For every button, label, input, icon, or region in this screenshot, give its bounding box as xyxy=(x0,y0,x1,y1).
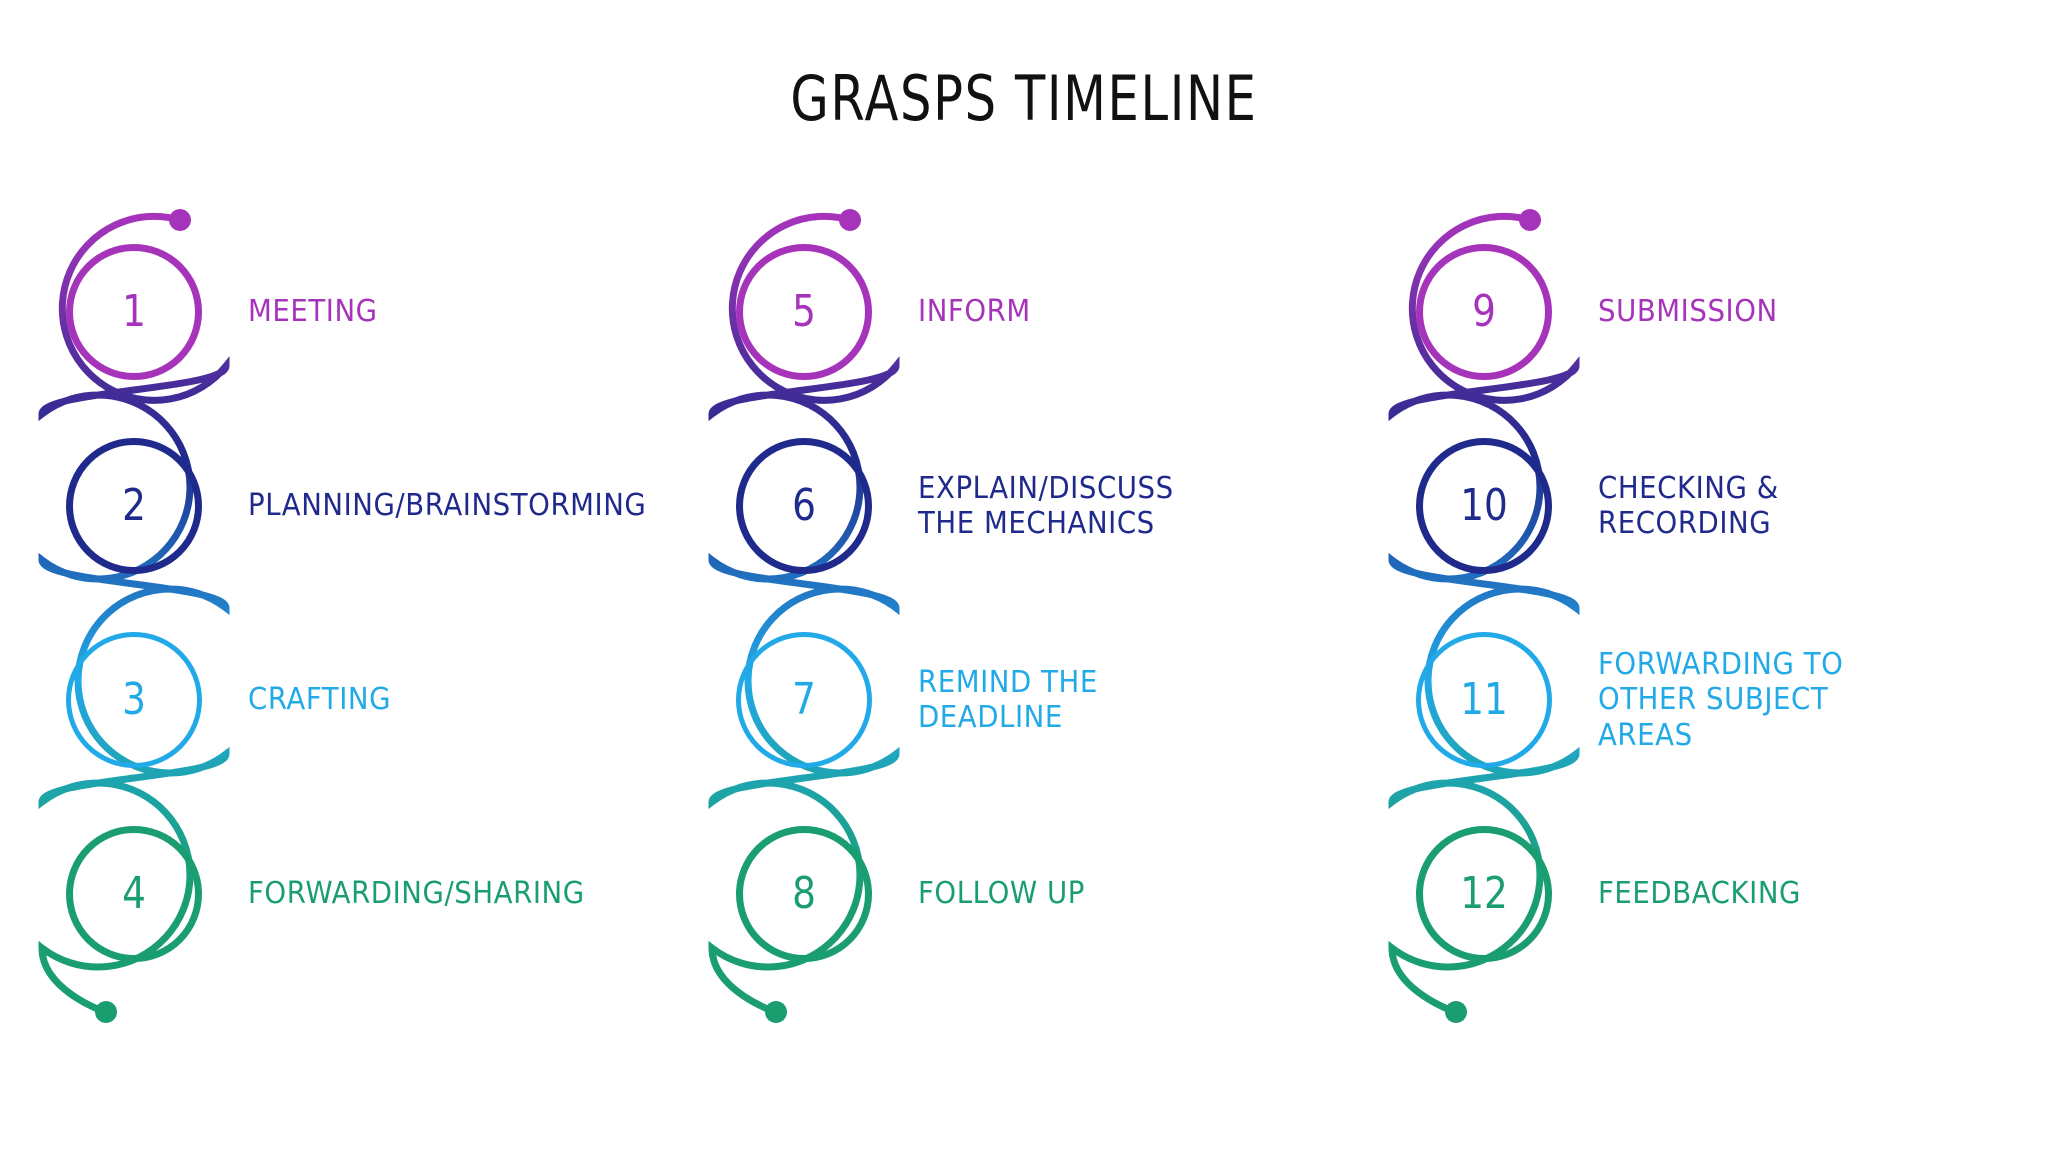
timeline-step-9[interactable]: 9 SUBMISSION xyxy=(1380,236,1777,436)
step-number: 5 xyxy=(792,286,816,337)
step-circle: 2 xyxy=(66,438,202,574)
step-label-line: REMIND THE xyxy=(918,664,1098,700)
step-label: CHECKING &RECORDING xyxy=(1598,438,1984,574)
timeline-step-1[interactable]: 1 MEETING xyxy=(30,236,377,436)
step-label: CRAFTING xyxy=(248,632,634,768)
step-label-line: INFORM xyxy=(918,294,1031,330)
timeline-step-4[interactable]: 4 FORWARDING/SHARING xyxy=(30,818,584,1018)
step-circle: 1 xyxy=(66,244,202,380)
timeline-step-10[interactable]: 10 CHECKING &RECORDING xyxy=(1380,430,1778,630)
step-circle: 6 xyxy=(736,438,872,574)
timeline-step-3[interactable]: 3 CRAFTING xyxy=(30,624,391,824)
step-label-line: FORWARDING/SHARING xyxy=(248,876,585,912)
step-circle: 9 xyxy=(1416,244,1552,380)
step-label-line: FORWARDING TO xyxy=(1598,646,1844,682)
step-label: FOLLOW UP xyxy=(918,826,1304,962)
step-label: FEEDBACKING xyxy=(1598,826,1984,962)
step-number: 11 xyxy=(1460,674,1508,725)
step-number: 6 xyxy=(792,480,816,531)
step-label: SUBMISSION xyxy=(1598,244,1984,380)
step-label-line: RECORDING xyxy=(1598,506,1772,541)
step-label-line: SUBMISSION xyxy=(1598,294,1778,330)
ribbon-start-dot xyxy=(169,209,191,231)
step-number: 2 xyxy=(122,480,146,531)
step-label: MEETING xyxy=(248,244,634,380)
step-number: 7 xyxy=(792,674,816,725)
step-label-line: CRAFTING xyxy=(248,682,392,718)
step-label-line: MEETING xyxy=(248,294,378,330)
step-label-line: EXPLAIN/DISCUSS xyxy=(918,470,1174,506)
column-1: 1 MEETING 2 PLANNING/BRAINSTORMING 3 CRAFTING… xyxy=(30,209,690,1116)
timeline-step-12[interactable]: 12 FEEDBACKING xyxy=(1380,818,1800,1018)
step-label-line: FOLLOW UP xyxy=(918,876,1085,912)
step-label-line: AREAS xyxy=(1598,717,1693,753)
step-circle: 11 xyxy=(1416,632,1552,768)
step-label-line: FEEDBACKING xyxy=(1598,876,1801,912)
step-number: 1 xyxy=(122,286,146,337)
step-circle: 5 xyxy=(736,244,872,380)
step-number: 8 xyxy=(792,868,816,919)
step-label-line: OTHER SUBJECT xyxy=(1598,682,1829,718)
timeline-step-2[interactable]: 2 PLANNING/BRAINSTORMING xyxy=(30,430,646,630)
step-number: 9 xyxy=(1472,286,1496,337)
ribbon-start-dot xyxy=(1519,209,1541,231)
step-label: FORWARDING/SHARING xyxy=(248,826,634,962)
timeline-columns: 1 MEETING 2 PLANNING/BRAINSTORMING 3 CRAFTING… xyxy=(0,209,2048,1116)
step-number: 12 xyxy=(1460,868,1508,919)
step-label: PLANNING/BRAINSTORMING xyxy=(248,438,647,574)
step-label-line: THE MECHANICS xyxy=(918,506,1155,541)
page-title: GRASPS TIMELINE xyxy=(790,62,1258,135)
step-number: 3 xyxy=(122,674,146,725)
column-3: 9 SUBMISSION 10 CHECKING &RECORDING 11 FORWAR… xyxy=(1380,209,2040,1116)
step-circle: 10 xyxy=(1416,438,1552,574)
step-label-line: CHECKING & xyxy=(1598,470,1779,506)
step-number: 10 xyxy=(1460,480,1508,531)
step-circle: 12 xyxy=(1416,826,1552,962)
step-circle: 4 xyxy=(66,826,202,962)
step-label-line: DEADLINE xyxy=(918,700,1063,735)
step-circle: 8 xyxy=(736,826,872,962)
timeline-step-5[interactable]: 5 INFORM xyxy=(700,236,1030,436)
step-label: INFORM xyxy=(918,244,1304,380)
step-label-line: PLANNING/BRAINSTORMING xyxy=(248,488,647,524)
step-circle: 7 xyxy=(736,632,872,768)
ribbon-start-dot xyxy=(839,209,861,231)
step-number: 4 xyxy=(122,868,146,919)
step-circle: 3 xyxy=(66,632,202,768)
timeline-step-8[interactable]: 8 FOLLOW UP xyxy=(700,818,1084,1018)
